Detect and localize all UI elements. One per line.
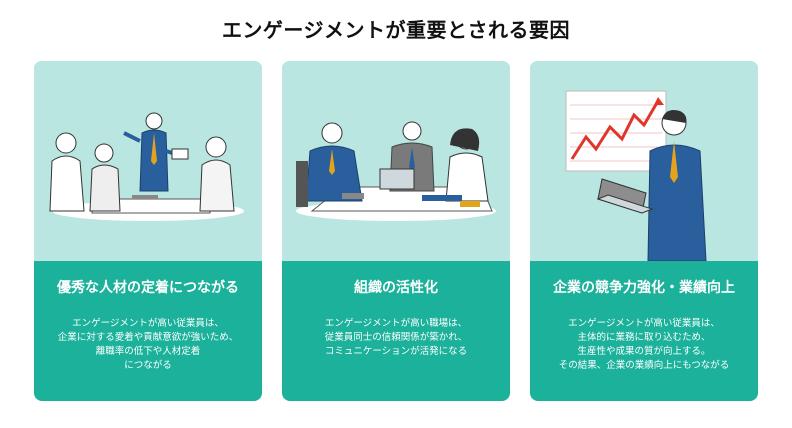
card-organization-activation: 組織の活性化 エンゲージメントが高い職場は、 従業員同士の信頼関係が築かれ、 コ… (282, 61, 510, 401)
card-heading: 優秀な人材の定着につながる (57, 280, 239, 296)
illustration-growth-chart (530, 61, 758, 261)
card-competitiveness: 企業の競争力強化・業績向上 エンゲージメントが高い従業員は、 主体的に業務に取り… (530, 61, 758, 401)
card-body: エンゲージメントが高い従業員は、 企業に対する愛着や貢献意欲が強いため、 離職率… (57, 318, 239, 371)
card-talent-retention: 優秀な人材の定着につながる エンゲージメントが高い従業員は、 企業に対する愛着や… (34, 61, 262, 401)
card-heading: 企業の競争力強化・業績向上 (553, 280, 735, 296)
growth-chart-illustration (565, 90, 707, 261)
team-discussion-illustration (296, 121, 496, 221)
card-body: エンゲージメントが高い従業員は、 主体的に業務に取り込むため、 生産性や成果の質… (558, 318, 730, 371)
page-title: エンゲージメントが重要とされる要因 (221, 18, 571, 42)
card-body: エンゲージメントが高い職場は、 従業員同士の信頼関係が築かれ、 コミュニケーショ… (324, 318, 468, 357)
illustration-team-discussion (282, 61, 510, 261)
illustration-meeting-presentation (34, 61, 262, 261)
meeting-presentation-illustration (49, 112, 244, 221)
card-heading: 組織の活性化 (354, 280, 438, 296)
